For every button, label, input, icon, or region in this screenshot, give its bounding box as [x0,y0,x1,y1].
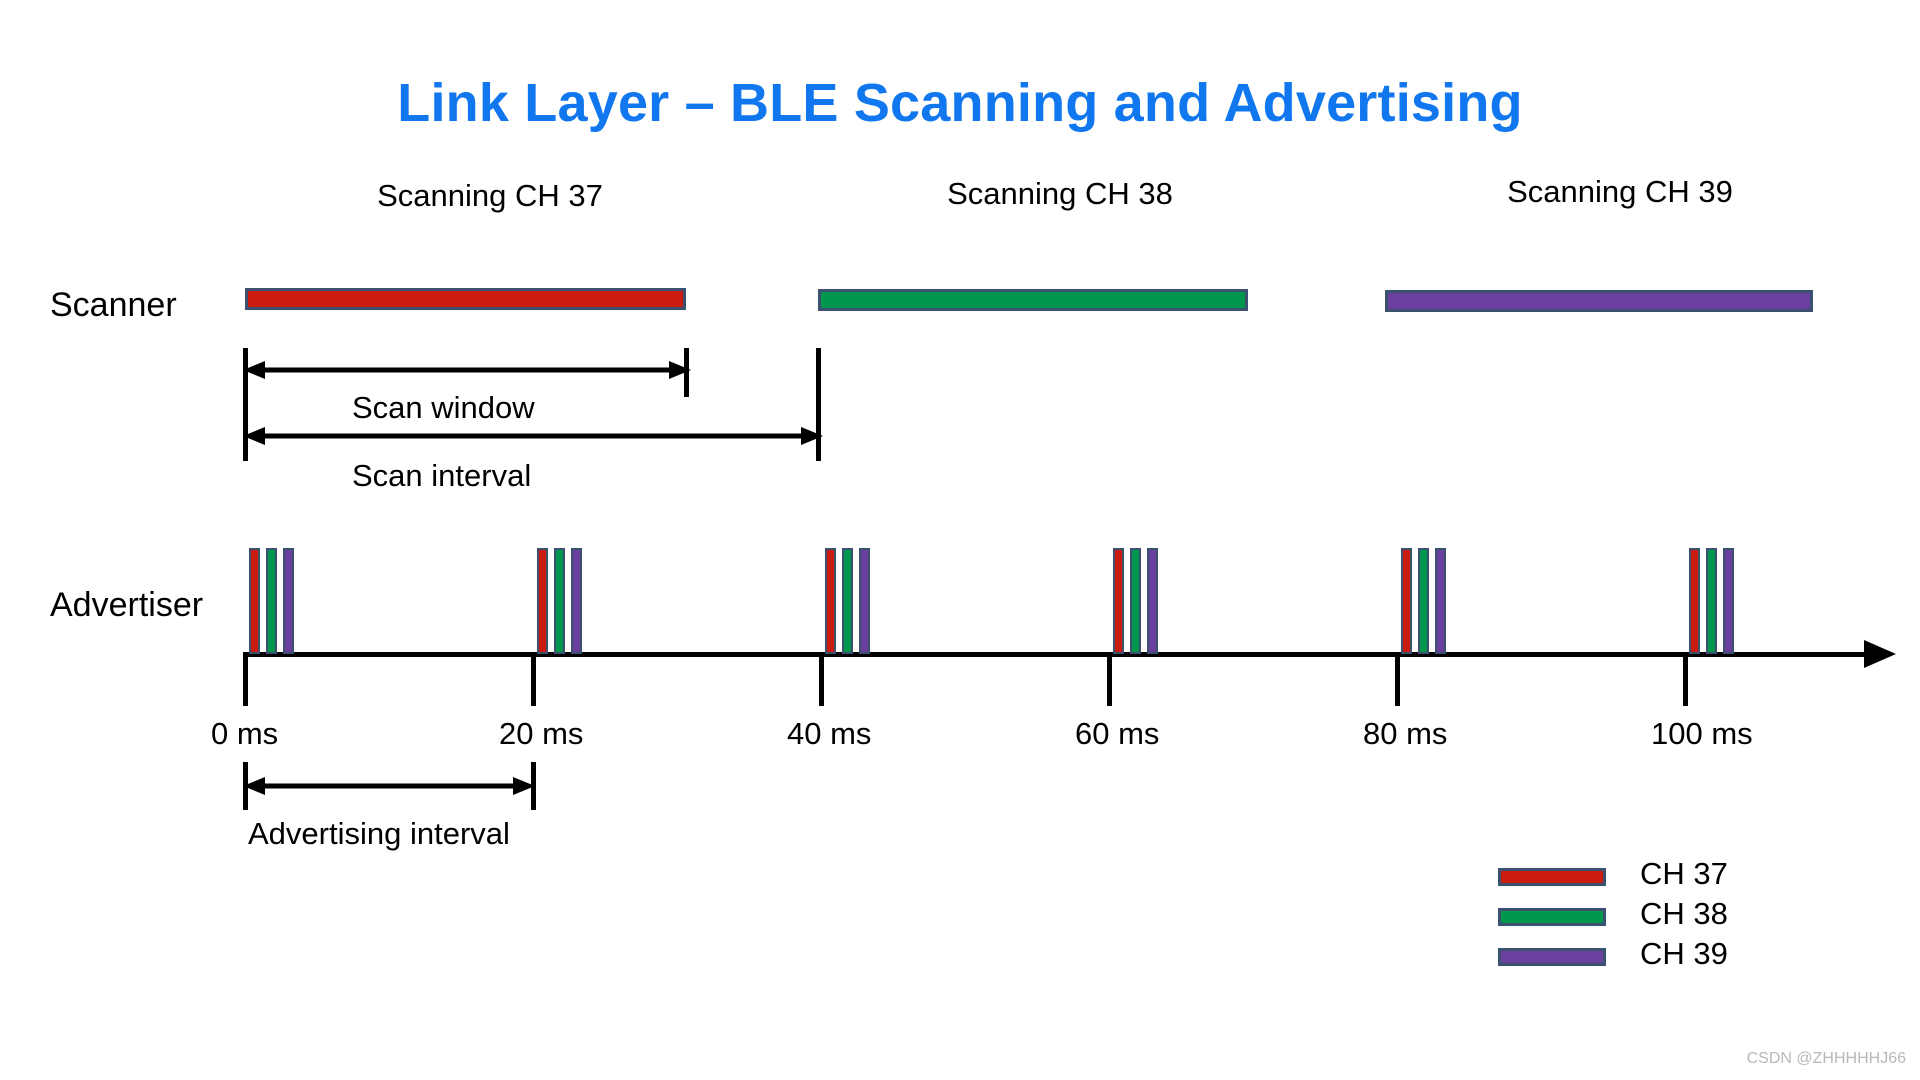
advertising-event [1113,548,1169,654]
scanner-channel-label-39: Scanning CH 39 [1507,174,1733,209]
advertising-event [825,548,881,654]
scan-window-arrow [243,361,691,379]
legend-swatch [1498,868,1606,886]
scanner-row-label: Scanner [50,286,177,324]
tick-mark [1683,652,1688,706]
scanner-bar-ch39 [1385,290,1813,312]
legend-swatch [1498,908,1606,926]
legend-swatch [1498,948,1606,966]
scanner-bar-ch37 [245,288,686,310]
timeline-axis-arrowhead [1864,640,1896,668]
scan-window-label: Scan window [352,390,535,425]
scan-interval-label: Scan interval [352,458,532,493]
advertising-packet-ch37 [1689,548,1700,654]
legend-label: CH 39 [1640,936,1728,971]
advertising-packet-ch39 [1723,548,1734,654]
tick-mark [1395,652,1400,706]
scan-interval-arrow [243,427,823,445]
tick-label: 40 ms [787,716,872,751]
legend-label: CH 38 [1640,896,1728,931]
advertising-interval-arrow [243,777,535,795]
advertising-packet-ch38 [1130,548,1141,654]
advertising-packet-ch37 [1113,548,1124,654]
advertising-packet-ch39 [571,548,582,654]
advertising-packet-ch38 [842,548,853,654]
advertising-event [249,548,305,654]
tick-mark [819,652,824,706]
tick-label: 20 ms [499,716,584,751]
guide-line-40ms [816,348,821,461]
advertising-packet-ch38 [1706,548,1717,654]
advertising-packet-ch39 [283,548,294,654]
advertising-event [1689,548,1745,654]
advertising-packet-ch38 [266,548,277,654]
tick-mark [531,652,536,706]
legend-label: CH 37 [1640,856,1728,891]
advertising-interval-label: Advertising interval [248,816,510,851]
advertising-packet-ch39 [1147,548,1158,654]
advertising-packet-ch39 [1435,548,1446,654]
page-title: Link Layer – BLE Scanning and Advertisin… [397,73,1523,133]
advertising-event [1401,548,1457,654]
advertising-packet-ch38 [554,548,565,654]
tick-label: 80 ms [1363,716,1448,751]
advertising-packet-ch37 [537,548,548,654]
tick-label: 0 ms [211,716,279,751]
advertising-packet-ch39 [859,548,870,654]
scanner-channel-label-38: Scanning CH 38 [947,176,1173,211]
tick-label: 100 ms [1651,716,1753,751]
timeline-axis [243,652,1875,657]
advertiser-row-label: Advertiser [50,586,204,624]
scanner-channel-label-37: Scanning CH 37 [377,178,603,213]
advertising-packet-ch37 [249,548,260,654]
advertising-event [537,548,593,654]
advertising-packet-ch37 [825,548,836,654]
guide-line-scan-window-end [684,348,689,397]
tick-mark [1107,652,1112,706]
scanner-bar-ch38 [818,289,1248,311]
guide-line-0ms [243,348,248,461]
advertising-packet-ch38 [1418,548,1429,654]
watermark: CSDN @ZHHHHHJ66 [1746,1050,1906,1067]
tick-mark [243,652,248,706]
tick-label: 60 ms [1075,716,1160,751]
advertising-packet-ch37 [1401,548,1412,654]
